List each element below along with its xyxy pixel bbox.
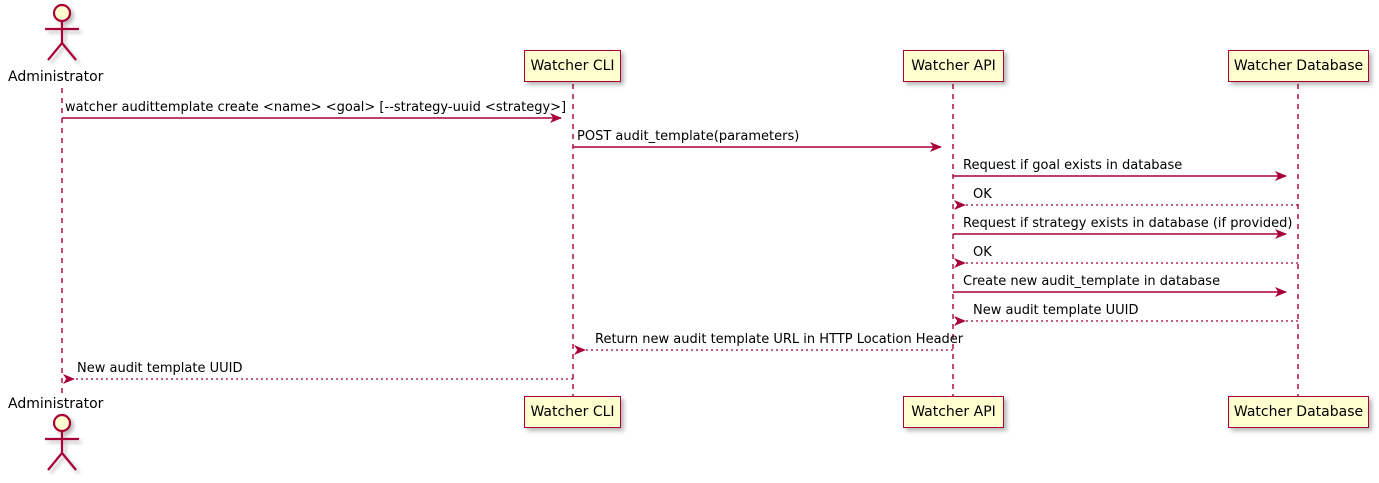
participant-label-watcher-cli-bottom: Watcher CLI <box>530 404 615 420</box>
participant-label-watcher-api: Watcher API <box>911 58 996 74</box>
lifelines <box>61 84 1299 397</box>
message-label-2: POST audit_template(parameters) <box>577 129 800 144</box>
actor-icon-administrator-bottom <box>45 413 79 471</box>
message-label-1: watcher audittemplate create <name> <goa… <box>65 100 567 115</box>
message-label-6: OK <box>973 245 992 260</box>
participant-label-watcher-database-bottom: Watcher Database <box>1233 404 1364 420</box>
message-label-9: Return new audit template URL in HTTP Lo… <box>595 332 964 347</box>
participant-box-watcher-api-top[interactable]: Watcher API <box>903 50 1004 82</box>
message-label-3: Request if goal exists in database <box>963 158 1183 173</box>
participant-box-watcher-cli-bottom[interactable]: Watcher CLI <box>524 396 621 428</box>
participant-box-watcher-cli-top[interactable]: Watcher CLI <box>524 50 621 82</box>
actor-label-administrator-bottom: Administrator <box>8 396 104 412</box>
message-arrows <box>62 113 1298 384</box>
participant-label-watcher-cli: Watcher CLI <box>530 58 615 74</box>
message-label-10: New audit template UUID <box>77 361 243 376</box>
message-label-8: New audit template UUID <box>973 303 1139 318</box>
participant-box-watcher-database-top[interactable]: Watcher Database <box>1228 50 1369 82</box>
participant-box-watcher-api-bottom[interactable]: Watcher API <box>903 396 1004 428</box>
message-label-4: OK <box>973 187 992 202</box>
message-label-7: Create new audit_template in database <box>963 274 1221 289</box>
participant-label-watcher-database: Watcher Database <box>1233 58 1364 74</box>
actor-label-administrator-top: Administrator <box>8 69 104 85</box>
actor-icon-administrator-top <box>45 3 79 61</box>
participant-box-watcher-database-bottom[interactable]: Watcher Database <box>1228 396 1369 428</box>
participant-label-watcher-api-bottom: Watcher API <box>911 404 996 420</box>
message-label-5: Request if strategy exists in database (… <box>963 216 1293 231</box>
